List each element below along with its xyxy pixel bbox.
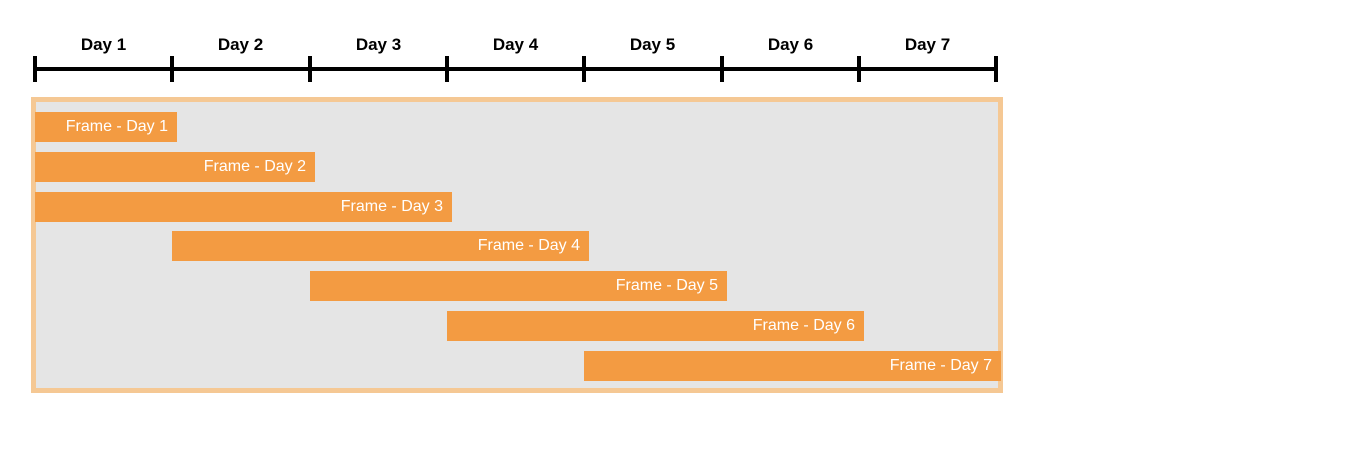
- axis-day-label: Day 3: [355, 35, 402, 54]
- axis-tick: [857, 56, 861, 82]
- frame-bar-label: Frame - Day 7: [889, 357, 992, 374]
- frame-bar-day-5: Frame - Day 5: [310, 271, 727, 301]
- axis-tick: [308, 56, 312, 82]
- axis-tick: [720, 56, 724, 82]
- frame-bar-day-7: Frame - Day 7: [584, 351, 1001, 381]
- axis-tick: [170, 56, 174, 82]
- frame-bar-day-2: Frame - Day 2: [35, 152, 315, 182]
- frame-bar-label: Frame - Day 3: [340, 198, 443, 215]
- axis-day-label: Day 2: [217, 35, 264, 54]
- frame-bar-label: Frame - Day 4: [477, 237, 580, 254]
- frame-bar-label: Frame - Day 5: [615, 277, 718, 294]
- axis-line: [34, 67, 997, 71]
- frame-bar-day-1: Frame - Day 1: [35, 112, 177, 142]
- frame-bar-day-6: Frame - Day 6: [447, 311, 864, 341]
- axis-day-label: Day 7: [904, 35, 951, 54]
- axis-tick: [445, 56, 449, 82]
- frame-bar-label: Frame - Day 2: [203, 158, 306, 175]
- axis-tick: [582, 56, 586, 82]
- axis-tick: [994, 56, 998, 82]
- axis-day-label: Day 1: [80, 35, 127, 54]
- frame-bar-day-4: Frame - Day 4: [172, 231, 589, 261]
- frame-bar-label: Frame - Day 1: [65, 118, 168, 135]
- axis-day-label: Day 5: [629, 35, 676, 54]
- frame-bar-day-3: Frame - Day 3: [35, 192, 452, 222]
- axis-day-label: Day 4: [492, 35, 539, 54]
- frame-bar-label: Frame - Day 6: [752, 317, 855, 334]
- axis-tick: [33, 56, 37, 82]
- axis-day-label: Day 6: [767, 35, 814, 54]
